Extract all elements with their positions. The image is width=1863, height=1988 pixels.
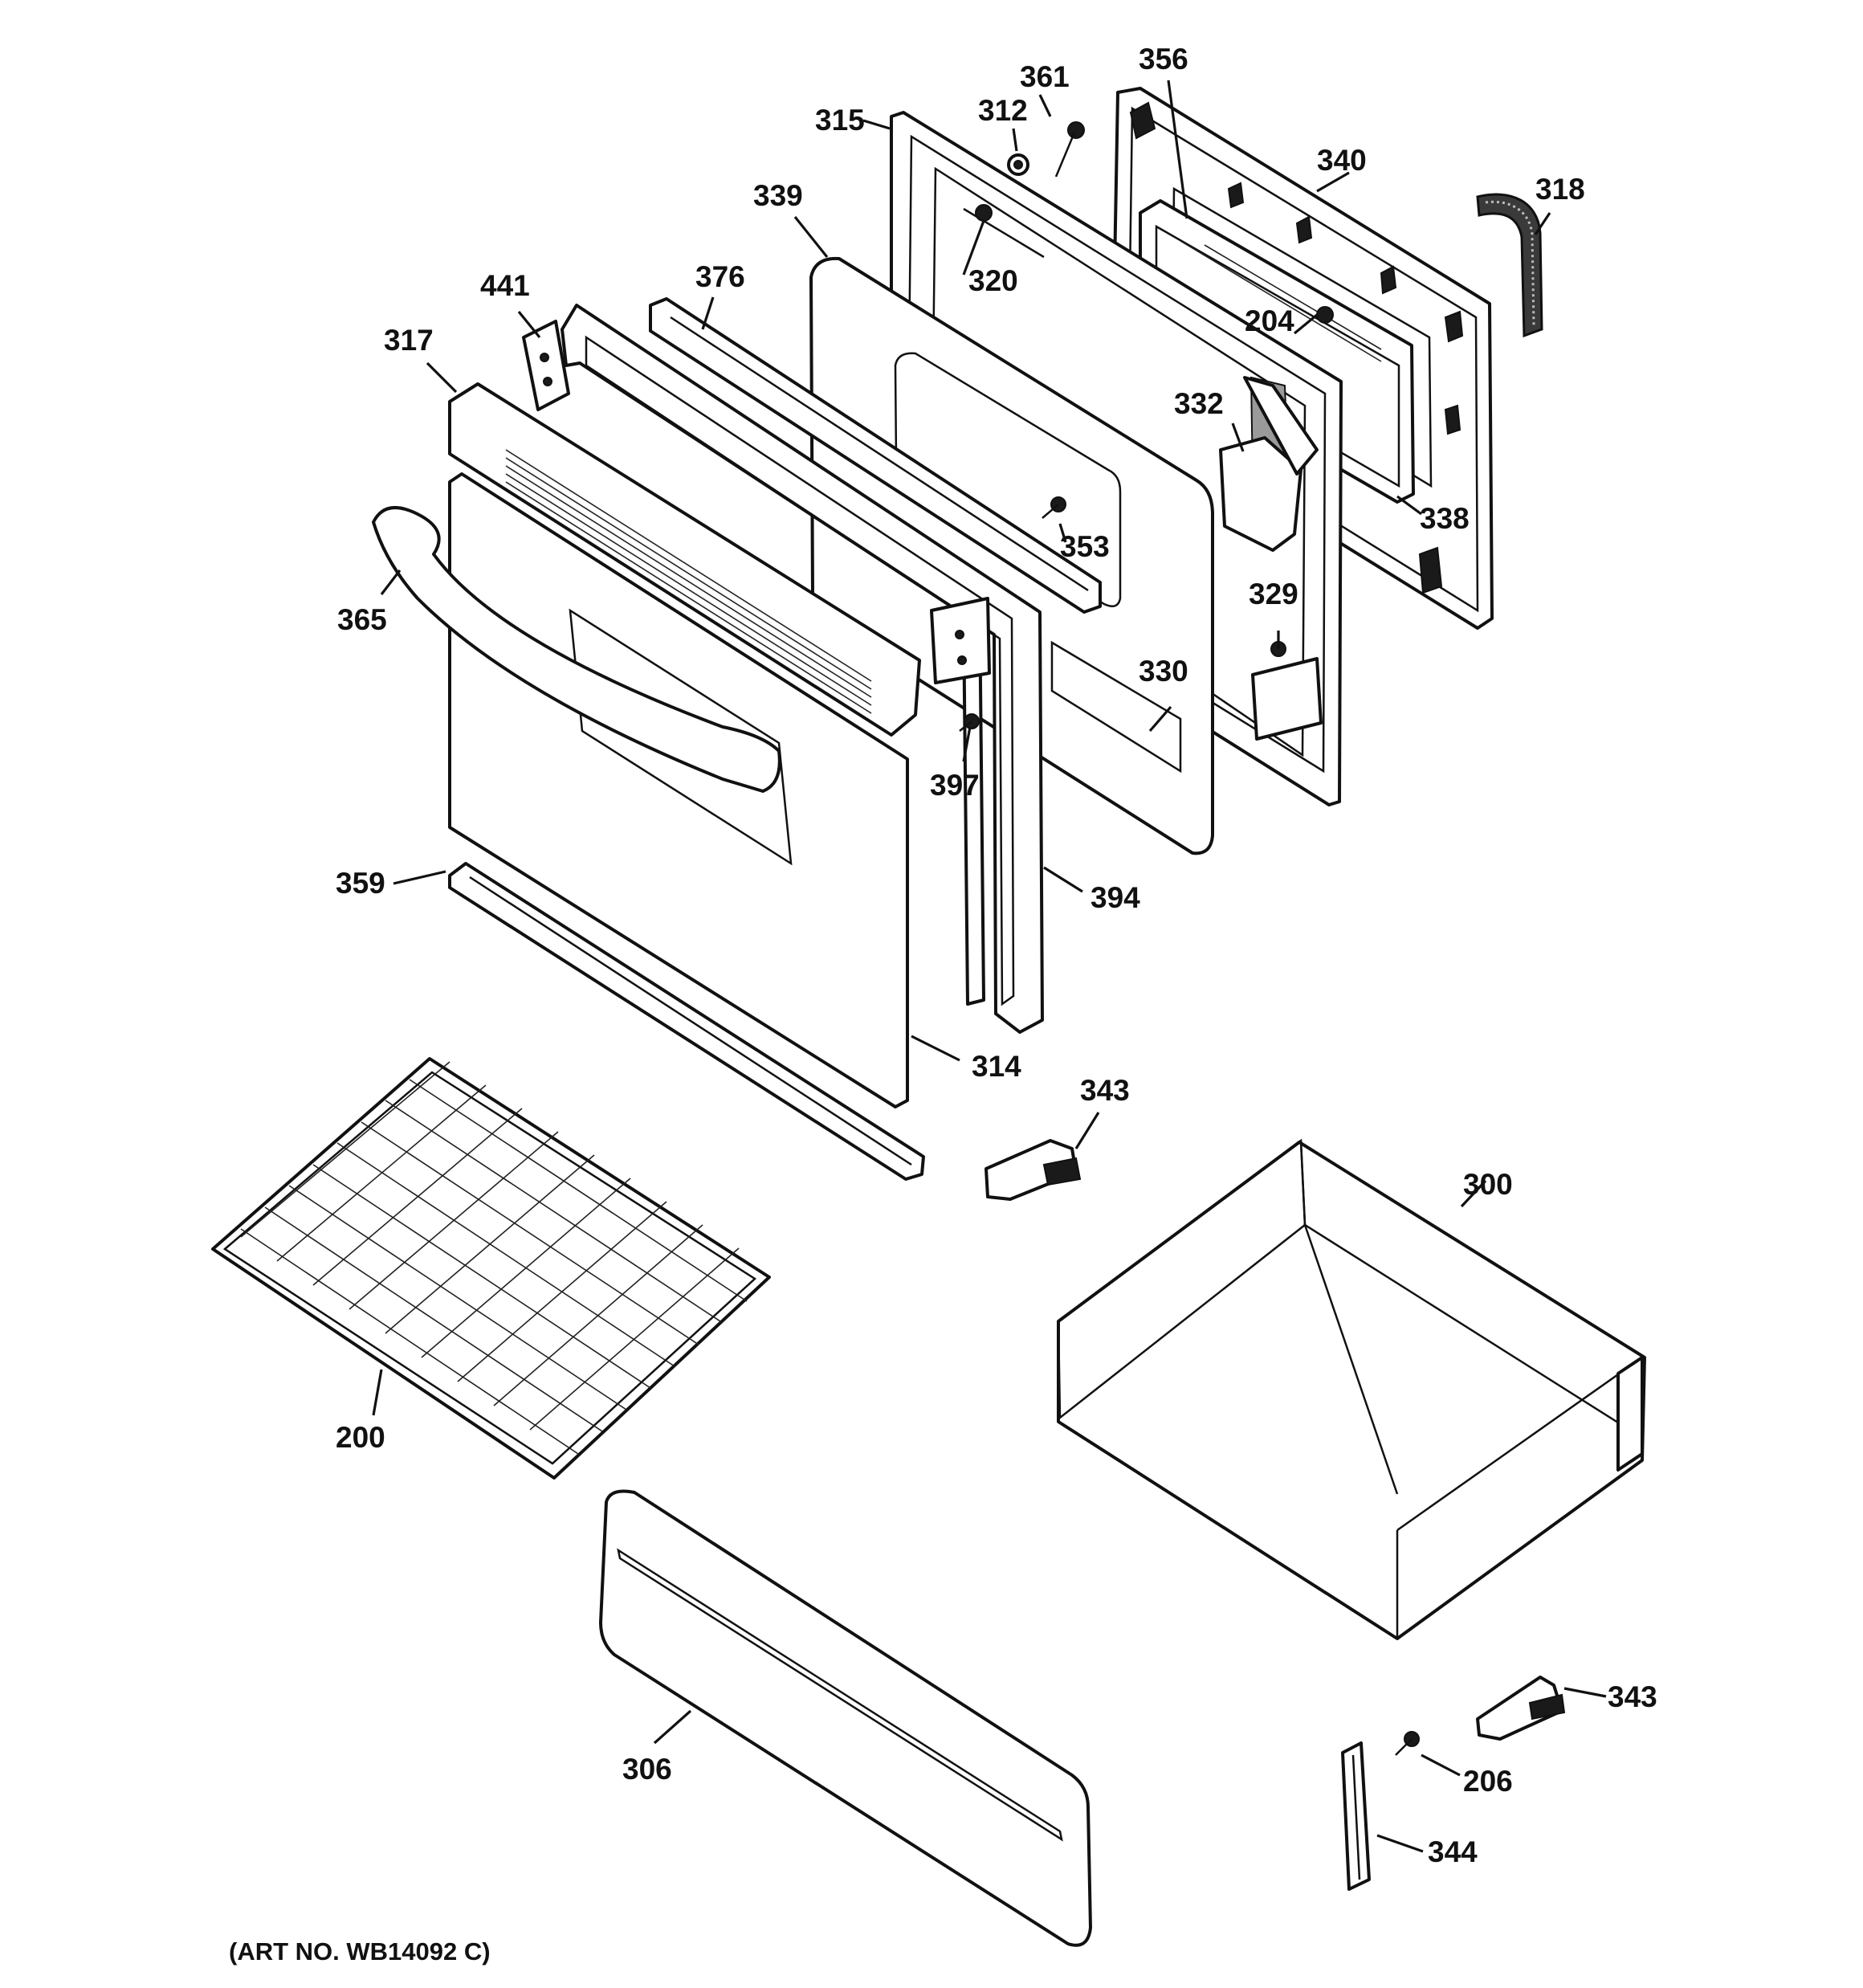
part-330-panel [1050, 640, 1182, 774]
callout-353: 353 [1060, 530, 1110, 563]
callout-318: 318 [1535, 173, 1585, 206]
callout-340: 340 [1317, 144, 1367, 177]
callout-365: 365 [337, 603, 387, 636]
callout-332: 332 [1174, 387, 1224, 420]
part-394-door-frame-side [561, 304, 1044, 1034]
callout-359: 359 [336, 867, 385, 900]
callout-441: 441 [480, 269, 530, 302]
part-359-door-bottom-trim [448, 862, 925, 1181]
callout-329: 329 [1249, 578, 1298, 610]
callout-376: 376 [695, 260, 745, 293]
callout-204: 204 [1245, 304, 1294, 337]
callout-361: 361 [1020, 60, 1070, 93]
callout-356: 356 [1139, 43, 1188, 76]
part-332-hinge-bracket [1219, 376, 1319, 552]
callout-344: 344 [1428, 1835, 1478, 1868]
art-number: (ART NO. WB14092 C) [229, 1937, 491, 1966]
callout-397: 397 [930, 769, 980, 802]
part-343-drawer-slide-lower [1476, 1676, 1566, 1741]
part-441-hinge-plate [522, 320, 570, 411]
callout-320: 320 [968, 264, 1018, 297]
callout-312: 312 [978, 94, 1028, 127]
callout-300: 300 [1463, 1168, 1513, 1201]
callout-343-lower: 343 [1608, 1680, 1657, 1713]
callout-343-upper: 343 [1080, 1074, 1130, 1107]
part-318-gasket [1476, 193, 1543, 338]
callout-338: 338 [1420, 502, 1470, 535]
callout-200: 200 [336, 1421, 385, 1454]
callout-330: 330 [1139, 655, 1188, 688]
part-344-drawer-rail [1341, 1741, 1371, 1891]
part-206-screw [1395, 1731, 1420, 1756]
part-306-drawer-front [599, 1489, 1092, 1947]
part-365-door-handle [372, 506, 781, 793]
callout-394: 394 [1090, 881, 1140, 914]
callout-339: 339 [753, 179, 803, 212]
part-317-vent-trim [448, 382, 991, 737]
part-376-door-trim [649, 297, 1102, 614]
part-300-drawer-box [1057, 1138, 1646, 1640]
leader-lines [372, 80, 1607, 1853]
part-200-oven-rack [211, 1057, 771, 1480]
callout-labels: 361 356 312 315 340 339 318 320 441 376 … [336, 43, 1657, 1868]
callout-206: 206 [1463, 1765, 1513, 1798]
callout-317: 317 [384, 324, 434, 357]
part-343-drawer-slide-upper [984, 1139, 1082, 1201]
callout-306: 306 [622, 1753, 672, 1786]
callout-315: 315 [815, 104, 865, 137]
callout-314: 314 [972, 1050, 1021, 1083]
